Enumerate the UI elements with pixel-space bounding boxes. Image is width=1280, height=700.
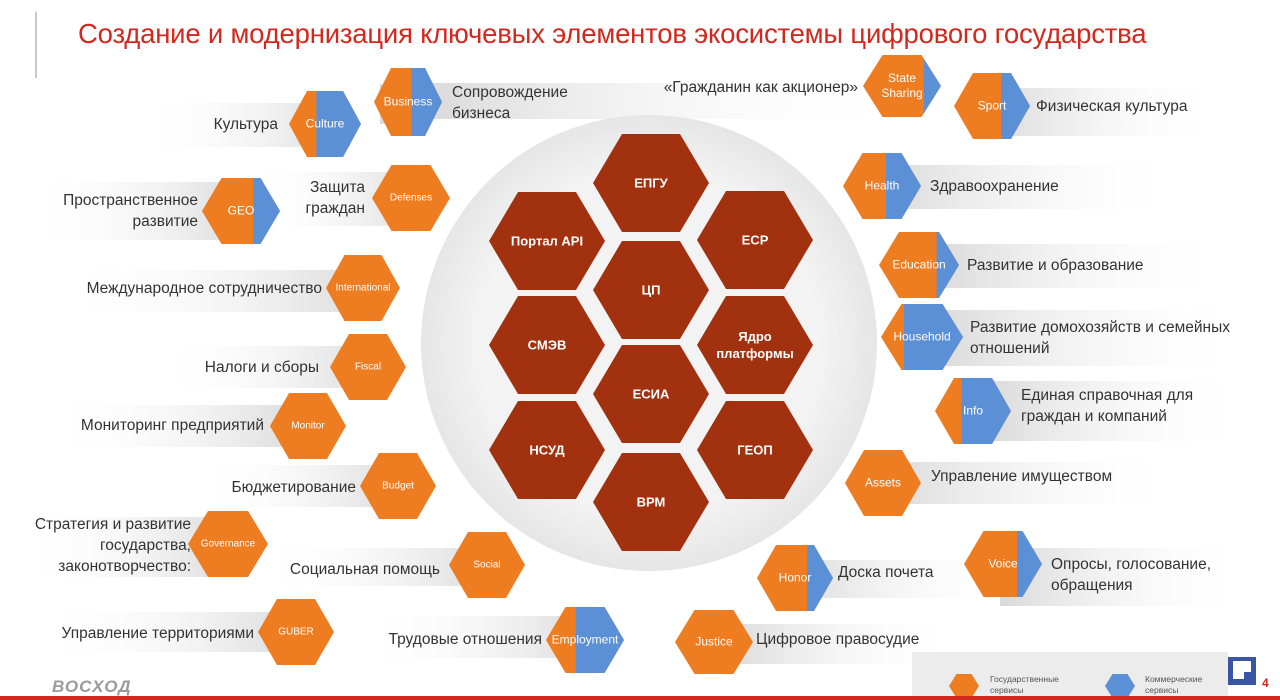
guber-hex-label: GUBER: [278, 626, 314, 638]
governance-hex: [188, 511, 268, 577]
international-text: Международное сотрудничество: [86, 280, 322, 297]
honor-hex: [757, 545, 833, 611]
business-hex-label: Business: [383, 94, 433, 109]
info-hex: [935, 378, 1011, 444]
social-text: Социальная помощь: [289, 561, 440, 578]
voice-hex: [964, 531, 1042, 597]
page-title: Создание и модернизация ключевых элемент…: [78, 18, 1147, 49]
core-vrm-label: ВРМ: [636, 494, 666, 510]
justice-hex-label: Justice: [695, 634, 733, 649]
justice-hex: [675, 610, 753, 674]
fiscal-hex-label: Fiscal: [354, 361, 382, 373]
budget-hex-label: Budget: [382, 480, 414, 492]
honor-hex-label: Honor: [778, 570, 812, 585]
info-hex-label: Info: [962, 403, 984, 418]
footer-bar: [0, 696, 1280, 700]
assets-hex: [845, 450, 921, 516]
core-hex-esia: [593, 345, 709, 443]
core-cp-label: ЦП: [641, 282, 661, 298]
guber-text: Управление территориями: [61, 625, 254, 642]
household-hex-label: Household: [893, 329, 951, 344]
sport-hex: [954, 73, 1030, 139]
core-hex-epgu: [593, 134, 709, 232]
fiscal-text: Налоги и сборы: [204, 359, 319, 376]
education-hex-label: Education: [892, 257, 946, 272]
employment-hex: [546, 607, 624, 673]
core-hex-yadro: [697, 296, 813, 394]
employment-hex-label: Employment: [551, 632, 619, 647]
education-text: Развитие и образование: [967, 257, 1144, 274]
governance-hex-label: Governance: [200, 538, 256, 550]
justice-text: Цифровое правосудие: [756, 631, 920, 648]
budget-hex: [360, 453, 436, 519]
page-number: 4: [1262, 676, 1269, 690]
budget-text: Бюджетирование: [231, 479, 357, 496]
core-hex-geop: [697, 401, 813, 499]
defenses-hex-label: Defenses: [389, 192, 433, 204]
household-hex: [881, 304, 963, 370]
culture-hex-label: Culture: [305, 116, 345, 131]
culture-text: Культура: [213, 116, 278, 133]
state-sharing-hex: [863, 55, 941, 117]
social-hex-label: Social: [473, 559, 501, 571]
monitor-text: Мониторинг предприятий: [80, 417, 264, 434]
core-geop-label: ГЕОП: [737, 442, 773, 458]
core-ecr-label: ЕСР: [741, 232, 769, 248]
core-epgu-label: ЕПГУ: [634, 175, 668, 191]
assets-hex-label: Assets: [864, 475, 902, 490]
social-hex: [449, 532, 525, 598]
guber-hex: [258, 599, 334, 665]
vosxod-logo: ВОСХОД: [52, 677, 132, 696]
geo-hex: [202, 178, 280, 244]
core-nsud-label: НСУД: [529, 442, 565, 458]
core-hex-smev: [489, 296, 605, 394]
core-hex-cp: [593, 241, 709, 339]
monitor-hex: [270, 393, 346, 459]
honor-text: Доска почета: [838, 564, 934, 581]
health-hex: [843, 153, 921, 219]
assets-text: Управление имуществом: [931, 468, 1113, 485]
employment-text: Трудовые отношения: [388, 631, 542, 648]
fiscal-hex: [330, 334, 406, 400]
international-hex: [326, 255, 400, 321]
defenses-hex: [372, 165, 450, 231]
state-sharing-text: «Гражданин как акционер»: [663, 79, 858, 96]
health-text: Здравоохранение: [930, 178, 1059, 195]
core-hex-vrm: [593, 453, 709, 551]
core-hex-nsud: [489, 401, 605, 499]
health-hex-label: Health: [864, 178, 900, 193]
sport-hex-label: Sport: [977, 98, 1007, 113]
sport-text: Физическая культура: [1036, 98, 1188, 115]
header-divider: [35, 12, 37, 78]
core-hex-ecr: [697, 191, 813, 289]
culture-hex: [289, 91, 361, 157]
core-portal-api-label: Портал API: [510, 233, 584, 249]
core-esia-label: ЕСИА: [632, 386, 670, 402]
education-hex: [879, 232, 959, 298]
monitor-hex-label: Monitor: [291, 420, 325, 432]
international-hex-label: International: [335, 282, 391, 294]
voice-hex-label: Voice: [988, 556, 1018, 571]
core-smev-label: СМЭВ: [527, 337, 567, 353]
geo-hex-label: GEO: [227, 203, 255, 218]
core-hex-portal-api: [489, 192, 605, 290]
business-hex: [374, 68, 442, 136]
voice-text: Опросы, голосование,обращения: [1051, 556, 1211, 594]
